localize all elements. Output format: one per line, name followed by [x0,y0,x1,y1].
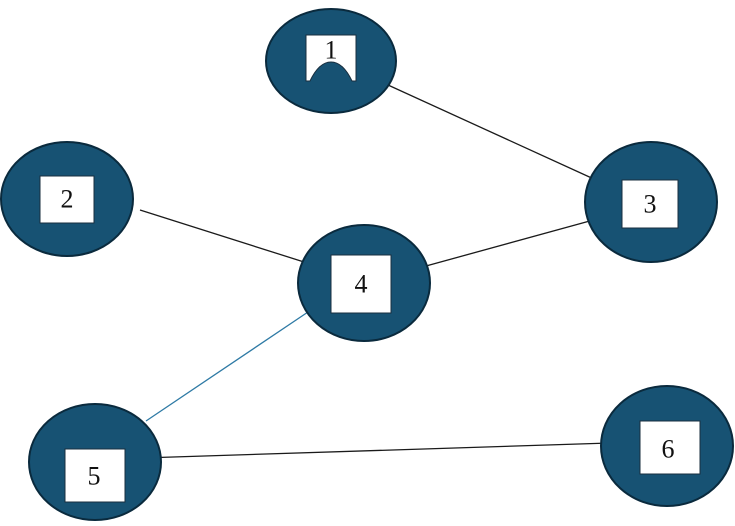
edge-1-3 [387,84,597,181]
node-4: 4 [297,224,431,342]
edge-4-5 [145,311,309,422]
node-1-label: 1 [325,36,338,65]
node-2: 2 [0,141,134,257]
node-6-label: 6 [662,435,675,464]
edge-5-6 [141,442,611,459]
node-3-label-box [621,179,679,229]
nodes-layer: 1 2 3 4 5 6 [0,8,734,521]
node-2-label-box [39,175,95,224]
node-6: 6 [600,385,734,507]
node-1: 1 [265,8,397,114]
node-3: 3 [584,141,718,263]
edge-4-3 [425,218,598,267]
node-3-label: 3 [644,190,657,219]
node-5-label-box [64,448,126,503]
node-5: 5 [28,403,162,521]
edges-layer [139,84,611,459]
node-5-label: 5 [88,462,101,491]
node-6-label-box [639,420,701,475]
node-1-label-box [305,34,357,82]
node-2-label: 2 [61,185,74,214]
edge-2-4 [139,209,305,263]
node-4-label: 4 [355,270,368,299]
node-4-label-box [330,254,392,314]
